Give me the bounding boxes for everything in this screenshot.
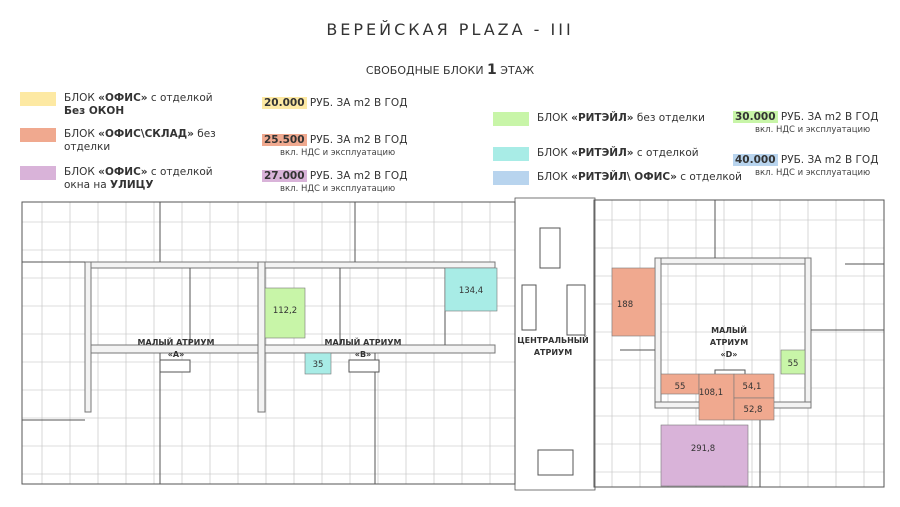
legend-swatch bbox=[493, 112, 529, 126]
atrium-a-letter: «А» bbox=[168, 350, 185, 359]
legend-text: без отделки bbox=[633, 112, 705, 124]
subtitle-suffix: ЭТАЖ bbox=[500, 64, 535, 77]
block-291-8[interactable] bbox=[660, 424, 749, 487]
legend-office-no-windows: БЛОК «ОФИС» с отделкой Без ОКОН bbox=[20, 92, 213, 118]
price-note: вкл. НДС и эксплуатацию bbox=[280, 184, 396, 194]
legend-text: отделки bbox=[64, 141, 111, 153]
block-area-label: 54,1 bbox=[743, 382, 762, 392]
atrium-b-name: МАЛЫЙ АТРИУМ bbox=[325, 336, 402, 347]
legend-bold: «ОФИС» bbox=[98, 92, 148, 104]
legend-bold: «РИТЭЙЛ\ ОФИС» bbox=[571, 171, 677, 183]
price-office-warehouse: 25.500 РУБ. ЗА m2 В ГОД вкл. НДС и экспл… bbox=[262, 134, 407, 160]
legend-text: с отделкой bbox=[147, 92, 213, 104]
atrium-d-name2: АТРИУМ bbox=[710, 338, 748, 347]
block-area-label: 291,8 bbox=[691, 444, 715, 454]
block-112-2[interactable] bbox=[264, 287, 306, 339]
block-area-label: 108,1 bbox=[699, 388, 723, 398]
price-value: 40.000 bbox=[733, 154, 778, 166]
price-value: 20.000 bbox=[262, 97, 307, 109]
block-35[interactable] bbox=[304, 352, 332, 375]
atrium-central-name1: ЦЕНТРАЛЬНЫЙ bbox=[517, 334, 589, 345]
floor-subtitle: СВОБОДНЫЕ БЛОКИ 1 ЭТАЖ bbox=[0, 62, 900, 78]
atrium-labels: МАЛЫЙ АТРИУМ «А» МАЛЫЙ АТРИУМ «В» ЦЕНТРА… bbox=[138, 324, 749, 359]
block-area-label: 55 bbox=[675, 382, 686, 392]
price-note: вкл. НДС и эксплуатацию bbox=[755, 168, 871, 178]
available-blocks bbox=[264, 267, 806, 487]
block-55-green[interactable] bbox=[780, 349, 806, 375]
block-area-label: 112,2 bbox=[273, 306, 297, 316]
legend-office-warehouse: БЛОК «ОФИС\СКЛАД» без отделки bbox=[20, 128, 216, 154]
block-area-label: 55 bbox=[788, 359, 799, 369]
block-area-label: 188 bbox=[617, 300, 633, 310]
price-value: 27.000 bbox=[262, 170, 307, 182]
legend-text: БЛОК bbox=[64, 128, 99, 140]
block-area-label: 35 bbox=[313, 360, 324, 370]
legend-retail-office: БЛОК «РИТЭЙЛ\ ОФИС» с отделкой bbox=[493, 171, 742, 185]
legend-swatch bbox=[493, 147, 529, 161]
legend-swatch bbox=[20, 166, 56, 180]
price-note: вкл. НДС и эксплуатацию bbox=[280, 148, 396, 158]
block-area-label: 134,4 bbox=[459, 286, 483, 296]
price-value: 30.000 bbox=[733, 111, 778, 123]
legend-office-street: БЛОК «ОФИС» с отделкой окна на УЛИЦУ bbox=[20, 166, 213, 192]
atrium-d-letter: «D» bbox=[721, 350, 738, 359]
legend-text: БЛОК bbox=[64, 166, 99, 178]
block-area-label: 52,8 bbox=[744, 405, 763, 415]
block-54-1[interactable] bbox=[733, 373, 775, 399]
price-text: РУБ. ЗА m2 В ГОД bbox=[309, 170, 408, 182]
legend-bold: «РИТЭЙЛ» bbox=[571, 112, 634, 124]
legend-bold: «ОФИС» bbox=[98, 166, 148, 178]
legend-text: БЛОК bbox=[537, 171, 572, 183]
subtitle-prefix: СВОБОДНЫЕ БЛОКИ bbox=[365, 64, 484, 77]
price-office-no-windows: 20.000 РУБ. ЗА m2 В ГОД bbox=[262, 97, 407, 110]
legend-bold: «ОФИС\СКЛАД» bbox=[98, 128, 194, 140]
subtitle-floor: 1 bbox=[487, 62, 497, 78]
legend-bold: Без ОКОН bbox=[64, 105, 125, 117]
atrium-central-name2: АТРИУМ bbox=[534, 348, 572, 357]
price-text: РУБ. ЗА m2 В ГОД bbox=[780, 111, 879, 123]
plan-walls bbox=[21, 197, 885, 491]
price-retail-office: 40.000 РУБ. ЗА m2 В ГОД вкл. НДС и экспл… bbox=[733, 154, 878, 180]
block-134-4[interactable] bbox=[444, 267, 498, 312]
page-title: ВЕРЕЙСКАЯ PLAZA - III bbox=[326, 20, 574, 39]
legend-retail-finish: БЛОК «РИТЭЙЛ» с отделкой bbox=[493, 147, 699, 161]
atrium-d-name1: МАЛЫЙ bbox=[711, 324, 747, 335]
price-note: вкл. НДС и эксплуатацию bbox=[755, 125, 871, 135]
price-office-street: 27.000 РУБ. ЗА m2 В ГОД вкл. НДС и экспл… bbox=[262, 170, 407, 196]
legend-text: без bbox=[193, 128, 216, 140]
block-108-1[interactable] bbox=[698, 373, 735, 421]
legend-swatch bbox=[493, 171, 529, 185]
block-188[interactable] bbox=[611, 267, 656, 337]
price-text: РУБ. ЗА m2 В ГОД bbox=[309, 134, 408, 146]
legend-retail-no-finish: БЛОК «РИТЭЙЛ» без отделки bbox=[493, 112, 705, 126]
legend-text: с отделкой bbox=[147, 166, 213, 178]
legend-text: с отделкой bbox=[633, 147, 699, 159]
price-value: 25.500 bbox=[262, 134, 307, 146]
legend-swatch bbox=[20, 92, 56, 106]
legend-bold: «РИТЭЙЛ» bbox=[571, 147, 634, 159]
price-retail-no-finish: 30.000 РУБ. ЗА m2 В ГОД вкл. НДС и экспл… bbox=[733, 111, 878, 137]
atrium-b-letter: «В» bbox=[355, 350, 371, 359]
block-52-8[interactable] bbox=[733, 397, 775, 421]
legend-bold: УЛИЦУ bbox=[110, 179, 154, 191]
legend-swatch bbox=[20, 128, 56, 142]
block-labels: 112,2 134,4 35 188 55 55 108,1 54,1 52,8… bbox=[273, 286, 799, 454]
legend-text: БЛОК bbox=[537, 147, 572, 159]
atrium-a-name: МАЛЫЙ АТРИУМ bbox=[138, 336, 215, 347]
legend-text: БЛОК bbox=[64, 92, 99, 104]
price-text: РУБ. ЗА m2 В ГОД bbox=[309, 97, 408, 109]
legend-text: окна на bbox=[64, 179, 111, 191]
price-text: РУБ. ЗА m2 В ГОД bbox=[780, 154, 879, 166]
legend-text: с отделкой bbox=[676, 171, 742, 183]
legend-text: БЛОК bbox=[537, 112, 572, 124]
